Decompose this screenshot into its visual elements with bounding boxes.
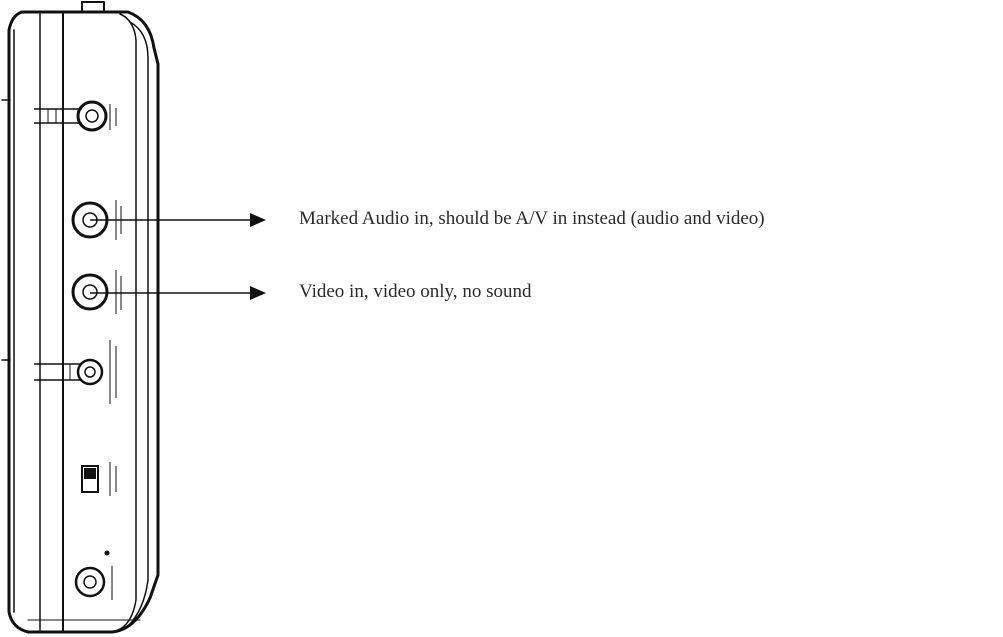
callout-av-in-label: Marked Audio in, should be A/V in instea… [299,208,765,229]
bezel-outer [117,13,137,631]
bottom-jack [74,550,113,600]
top-jack-outer [76,100,108,132]
device-body [1,1,160,634]
arrow-head-av [250,213,266,227]
lower-jack-group [34,340,117,404]
top-jack-inner [85,109,99,123]
video-in-jack [71,270,122,314]
callout-arrows [90,213,266,300]
top-jack-group [34,100,117,132]
lower-jack-outer [76,358,104,386]
video-jack-inner [82,284,98,300]
arrow-head-video [250,286,266,300]
outer-casing [7,10,160,634]
video-jack-outer [71,273,109,311]
lower-jack-inner [84,366,96,378]
slide-switch [81,462,117,496]
bezel-inner [127,21,149,627]
top-nub [81,1,105,11]
bottom-jack-outer [74,566,106,598]
bottom-jack-inner [83,575,97,589]
callout-video-in-label: Video in, video only, no sound [299,281,532,302]
